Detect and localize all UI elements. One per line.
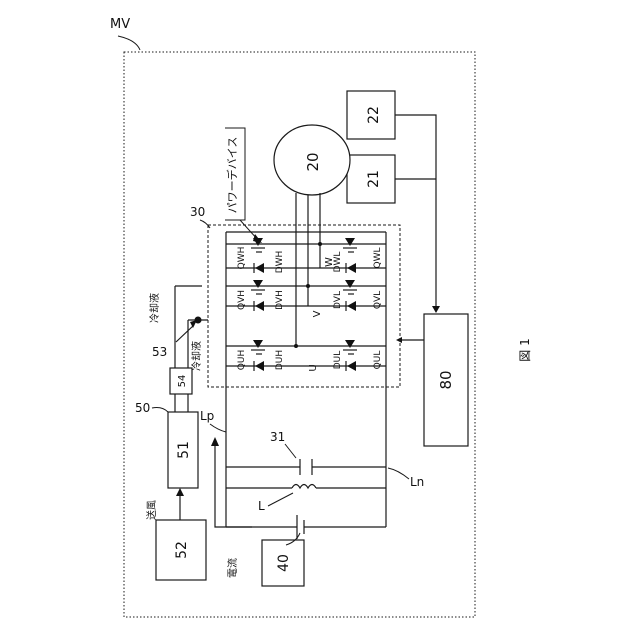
switch-low-2-body: [345, 238, 355, 246]
figure-caption: 図 1: [518, 338, 532, 361]
ref-30: 30: [190, 205, 205, 219]
inductor-l: [292, 485, 316, 489]
switch-high-label-2: QWH: [237, 247, 247, 270]
switch-low-label-1: QVL: [373, 291, 383, 309]
motor-20-label: 20: [304, 152, 322, 171]
box-51-label: 51: [176, 441, 192, 459]
switch-high-1-body: [253, 280, 263, 288]
switch-low-0-body: [345, 340, 355, 348]
box-54-label: 54: [177, 375, 188, 388]
diode-low-0-body: [347, 361, 356, 371]
diode-low-label-0: DUL: [333, 351, 343, 370]
mid-node-0: [294, 344, 298, 348]
diode-low-label-1: DVL: [333, 291, 343, 309]
signal-arrow: [432, 306, 440, 313]
switch-low-label-2: QWL: [373, 248, 383, 269]
ref-L: L: [258, 499, 265, 513]
diode-high-label-0: DUH: [275, 350, 285, 370]
current-label: 電流: [226, 558, 239, 578]
ref-50: 50: [135, 401, 150, 415]
switch-low-label-0: QUL: [373, 351, 383, 370]
diode-high-1-body: [255, 301, 264, 311]
control-arrow: [396, 337, 402, 343]
diode-high-label-2: DWH: [275, 251, 285, 274]
phase-label-w: W: [324, 257, 335, 267]
ref-L-leader: [268, 493, 293, 506]
diode-low-1-body: [347, 301, 356, 311]
switch-high-label-1: QVH: [237, 290, 247, 310]
inverter-legs: QWHDWHDWLQWLQVHDVHDVLQVLQUHDUHDULQUL: [226, 232, 386, 371]
ref-Ln: Ln: [410, 475, 424, 489]
air-flow-label: 送風: [145, 500, 158, 520]
frame-leader: [118, 36, 140, 50]
diode-high-0-body: [255, 361, 264, 371]
box-80-label: 80: [437, 370, 455, 389]
power-device-label: パワーデバイス: [225, 137, 239, 214]
diode-high-label-1: DVH: [275, 290, 285, 310]
ref-31-leader: [285, 444, 296, 458]
phase-label-v: V: [312, 310, 323, 317]
switch-low-1-body: [345, 280, 355, 288]
ref-Lp-leader: [210, 424, 226, 432]
ref-Ln-leader: [388, 468, 409, 479]
air-flow-arrowhead: [176, 488, 184, 496]
ref-53: 53: [152, 345, 167, 359]
ref-31: 31: [270, 430, 285, 444]
current-arrow-line: [215, 440, 252, 527]
phase-label-u: U: [308, 364, 319, 371]
frame-label: MV: [110, 17, 130, 32]
current-arrow-head: [211, 437, 219, 446]
box-40-label: 40: [276, 554, 292, 572]
box-22-label: 22: [366, 106, 382, 124]
box-52-label: 52: [174, 541, 190, 559]
box-21-label: 21: [366, 170, 382, 188]
diode-low-2-body: [347, 263, 356, 273]
signal-22: [395, 115, 436, 312]
ref-53-arrow: [190, 320, 197, 328]
coolant-out-label: 冷却液: [148, 293, 161, 323]
switch-high-label-0: QUH: [237, 350, 247, 370]
switch-high-0-body: [253, 340, 263, 348]
mid-node-2: [318, 242, 322, 246]
mid-node-1: [306, 284, 310, 288]
diode-high-2-body: [255, 263, 264, 273]
coolant-in-label: 冷却液: [190, 341, 203, 371]
ref-50-leader: [152, 408, 168, 413]
ref-53-leader: [176, 325, 194, 342]
switch-high-2-body: [253, 238, 263, 246]
ref-Lp: Lp: [200, 409, 214, 423]
